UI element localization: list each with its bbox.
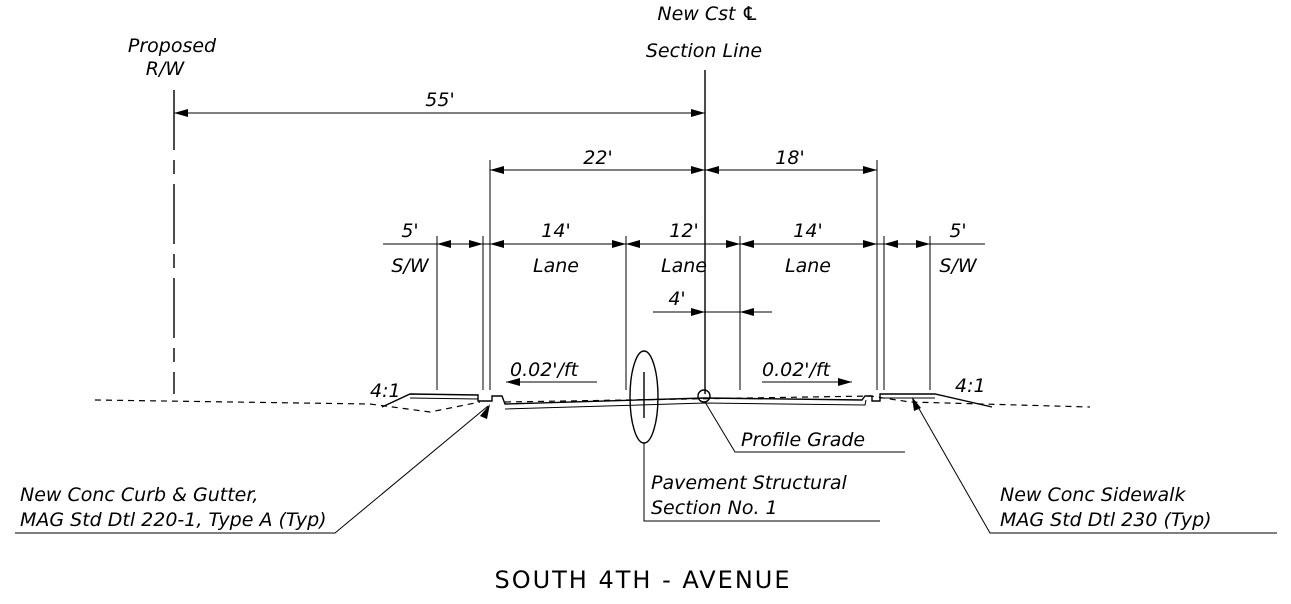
dimension-55 xyxy=(174,109,705,117)
sidewalk-leader-arrow xyxy=(912,397,921,411)
dimension-4-label: 4' xyxy=(668,288,685,310)
curb-label-line2: MAG Std Dtl 220-1, Type A (Typ) xyxy=(20,509,327,531)
dimension-lanes xyxy=(436,236,931,390)
lane-center-label: Lane xyxy=(661,255,707,277)
lane-center-width: 12' xyxy=(669,220,698,242)
centerline-label: New Cst ℄ xyxy=(657,3,758,25)
pavement-leader xyxy=(643,443,880,522)
slope-left-label: 4:1 xyxy=(370,380,401,402)
curb-label-line1: New Conc Curb & Gutter, xyxy=(20,484,258,506)
dimension-55-label: 55' xyxy=(425,89,454,111)
curb-leader-arrow xyxy=(480,404,490,419)
existing-ground-right xyxy=(504,395,1091,408)
dimension-22-18 xyxy=(489,160,878,390)
drawing-title: SOUTH 4TH - AVENUE xyxy=(494,566,791,594)
sidewalk-left-width: 5' xyxy=(401,220,418,242)
cross-slope-right-label: 0.02'/ft xyxy=(762,359,832,381)
profile-grade-leader xyxy=(704,401,905,453)
rw-label: R/W xyxy=(146,58,186,80)
slope-right-label: 4:1 xyxy=(955,375,986,397)
dimension-18-label: 18' xyxy=(775,147,804,169)
lane-right-width: 14' xyxy=(793,220,822,242)
lane-right-label: Lane xyxy=(785,255,831,277)
pavement-label-line1: Pavement Structural xyxy=(651,472,848,494)
profile-grade-label: Profile Grade xyxy=(741,429,865,451)
lane-left-label: Lane xyxy=(533,255,579,277)
sidewalk-label-line1: New Conc Sidewalk xyxy=(1000,484,1186,506)
roadway-section xyxy=(381,393,993,410)
cross-slope-left-label: 0.02'/ft xyxy=(510,359,580,381)
profile-grade-point xyxy=(697,389,711,403)
dimension-4 xyxy=(653,290,772,390)
sidewalk-label-line2: MAG Std Dtl 230 (Typ) xyxy=(1000,509,1212,531)
cross-slope-left-arrow xyxy=(506,378,597,386)
section-line-label: Section Line xyxy=(646,40,762,62)
pavement-label-line2: Section No. 1 xyxy=(651,497,778,519)
sidewalk-leader xyxy=(913,399,1277,534)
cross-slope-right-arrow xyxy=(762,378,852,386)
existing-ground-left xyxy=(94,399,481,413)
curb-leader xyxy=(15,405,489,534)
lane-left-width: 14' xyxy=(541,220,570,242)
dimension-22-label: 22' xyxy=(583,147,612,169)
sidewalk-right-label: S/W xyxy=(939,255,977,277)
sidewalk-right-width: 5' xyxy=(949,220,966,242)
proposed-rw-label: Proposed xyxy=(128,35,217,57)
sidewalk-left-label: S/W xyxy=(391,255,429,277)
